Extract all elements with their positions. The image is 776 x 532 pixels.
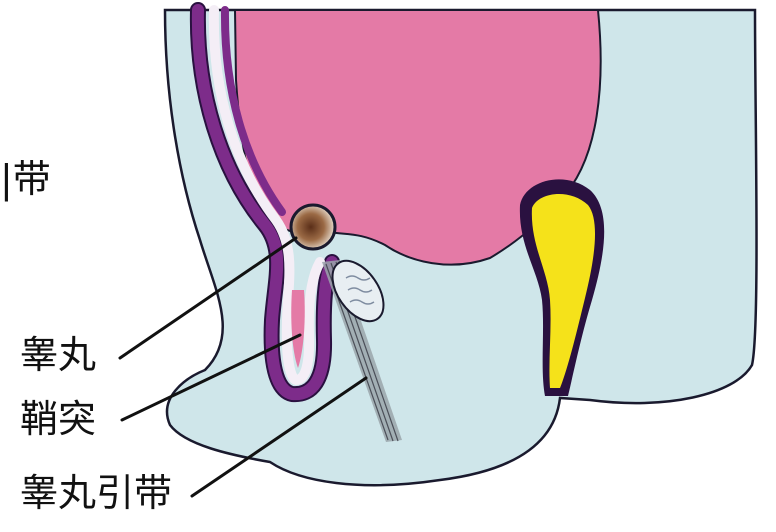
label-top-partial: |带 [0,157,51,202]
label-gubernaculum: 睾丸引带 [20,471,172,515]
testis [291,205,335,249]
label-testis: 睾丸 [20,333,96,377]
label-vaginal-process: 鞘突 [20,397,96,441]
